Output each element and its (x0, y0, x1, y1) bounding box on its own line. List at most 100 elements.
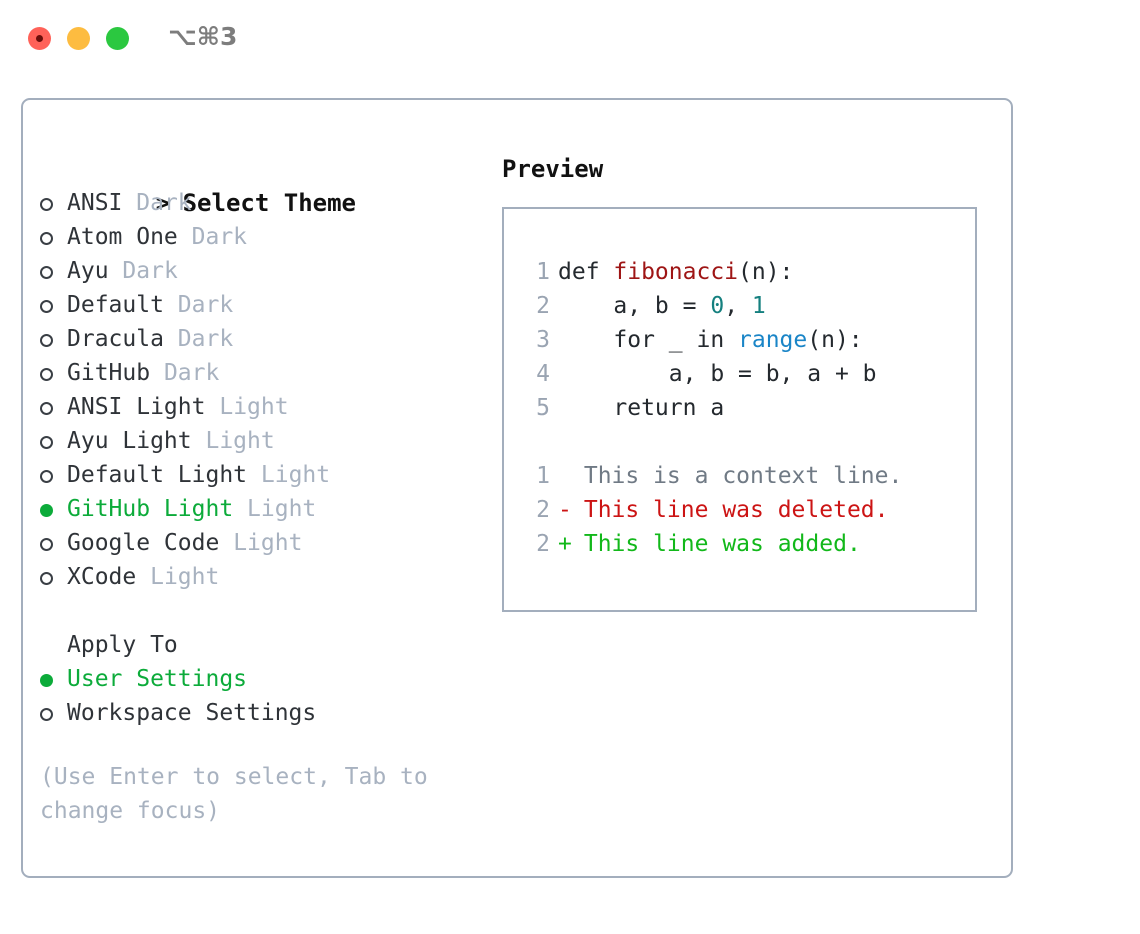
radio-ring-icon (40, 299, 53, 313)
radio-ring-icon (40, 401, 53, 415)
theme-option-tag: Light (205, 428, 275, 454)
theme-option-tag: Light (260, 462, 331, 488)
code-line: 4 a, b = b, a + b (520, 357, 969, 391)
theme-option-github[interactable]: GitHub Dark (40, 356, 480, 390)
label-tag-gap (205, 394, 219, 420)
theme-option-label: Atom One (67, 224, 178, 250)
label-tag-gap (164, 326, 178, 352)
theme-option-xcode[interactable]: XCode Light (40, 560, 480, 594)
preview-heading: Preview (502, 155, 604, 183)
radio-unselected-icon (40, 187, 67, 221)
label-tag-gap (150, 360, 164, 386)
theme-option-atom-one[interactable]: Atom One Dark (40, 220, 480, 254)
theme-option-tag: Light (219, 394, 289, 420)
title-bar: ⌥⌘3 (0, 0, 1140, 78)
theme-option-github-light[interactable]: GitHub Light Light (40, 492, 480, 526)
maximize-window-button[interactable] (106, 27, 129, 50)
radio-unselected-icon (40, 459, 67, 493)
label-tag-gap (122, 190, 136, 216)
theme-option-label: Google Code (67, 530, 220, 556)
diff-line-number: 2 (536, 497, 550, 523)
theme-option-tag: Light (233, 530, 303, 556)
theme-option-label: GitHub (67, 360, 151, 386)
theme-option-tag: Dark (177, 292, 234, 318)
close-icon (36, 35, 43, 42)
caret-icon: > (155, 189, 171, 217)
minimize-window-button[interactable] (67, 27, 90, 50)
theme-option-label: Ayu Light (67, 428, 192, 454)
radio-unselected-icon (40, 561, 67, 595)
radio-unselected-icon (40, 289, 67, 323)
diff-line-text: This line was added. (570, 531, 861, 557)
diff-line-number: 2 (536, 531, 550, 557)
select-theme-heading: > Select Theme (40, 152, 480, 217)
theme-option-label: Default Light (67, 462, 248, 488)
code-line-number: 3 (536, 327, 550, 353)
theme-option-tag: Dark (177, 326, 234, 352)
preview-column: Preview 1 def fibonacci(n): 2 a, b = 0, 1 3… (502, 152, 992, 612)
label-tag-gap (247, 462, 261, 488)
theme-option-tag: Light (247, 496, 317, 522)
theme-option-label: ANSI (67, 190, 123, 216)
radio-dot-icon (40, 673, 53, 687)
code-line-number: 4 (536, 361, 550, 387)
radio-selected-icon (40, 663, 67, 697)
code-sample: 1 def fibonacci(n): 2 a, b = 0, 1 3 for _ i… (520, 255, 969, 561)
diff-line-text: This is a context line. (570, 463, 903, 489)
select-theme-heading-label: Select Theme (182, 189, 356, 217)
code-token: (n): (738, 259, 794, 285)
theme-option-tag: Dark (163, 360, 220, 386)
preview-box: 1 def fibonacci(n): 2 a, b = 0, 1 3 for _ i… (502, 207, 977, 612)
code-token: 0 (710, 293, 725, 319)
label-tag-gap (219, 530, 233, 556)
diff-line-added: 2+ This line was added. (520, 527, 969, 561)
theme-option-ayu-light[interactable]: Ayu Light Light (40, 424, 480, 458)
diff-line-text: This line was deleted. (570, 497, 889, 523)
radio-ring-icon (40, 231, 53, 245)
apply-to-option-user-settings[interactable]: User Settings (40, 662, 480, 696)
radio-unselected-icon (40, 425, 67, 459)
theme-option-dracula[interactable]: Dracula Dark (40, 322, 480, 356)
radio-ring-icon (40, 469, 53, 483)
apply-to-option-workspace-settings[interactable]: Workspace Settings (40, 696, 480, 730)
code-line-number: 2 (536, 293, 550, 319)
theme-option-google-code[interactable]: Google Code Light (40, 526, 480, 560)
theme-option-ansi-light[interactable]: ANSI Light Light (40, 390, 480, 424)
theme-option-ayu[interactable]: Ayu Dark (40, 254, 480, 288)
diff-line-context: 1 This is a context line. (520, 459, 969, 493)
radio-ring-icon (40, 333, 53, 347)
radio-ring-icon (40, 571, 53, 585)
code-token: , (724, 293, 752, 319)
code-line-number: 1 (536, 259, 550, 285)
theme-option-label: Dracula (67, 326, 164, 352)
apply-to-heading: Apply To (67, 632, 178, 658)
keyboard-hint-text: (Use Enter to select, Tab to change focu… (40, 764, 442, 824)
theme-option-ansi[interactable]: ANSI Dark (40, 186, 480, 220)
code-line: 1 def fibonacci(n): (520, 255, 969, 289)
theme-option-default[interactable]: Default Dark (40, 288, 480, 322)
code-line: 2 a, b = 0, 1 (520, 289, 969, 323)
radio-dot-icon (40, 503, 53, 517)
radio-ring-icon (40, 197, 53, 211)
code-token: a, b = (558, 293, 711, 319)
radio-ring-icon (40, 435, 53, 449)
code-token: for _ in (558, 327, 739, 353)
radio-unselected-icon (40, 697, 67, 731)
code-line-number: 5 (536, 395, 550, 421)
radio-unselected-icon (40, 323, 67, 357)
radio-unselected-icon (40, 527, 67, 561)
radio-unselected-icon (40, 391, 67, 425)
diff-marker-icon: - (558, 497, 572, 523)
code-token: 1 (751, 293, 766, 319)
code-token: fibonacci (613, 259, 739, 285)
spacer (40, 594, 480, 628)
theme-option-default-light[interactable]: Default Light Light (40, 458, 480, 492)
radio-ring-icon (40, 537, 53, 551)
apply-to-option-label: Workspace Settings (67, 700, 317, 726)
spacer (40, 730, 480, 760)
code-token: def (558, 259, 614, 285)
